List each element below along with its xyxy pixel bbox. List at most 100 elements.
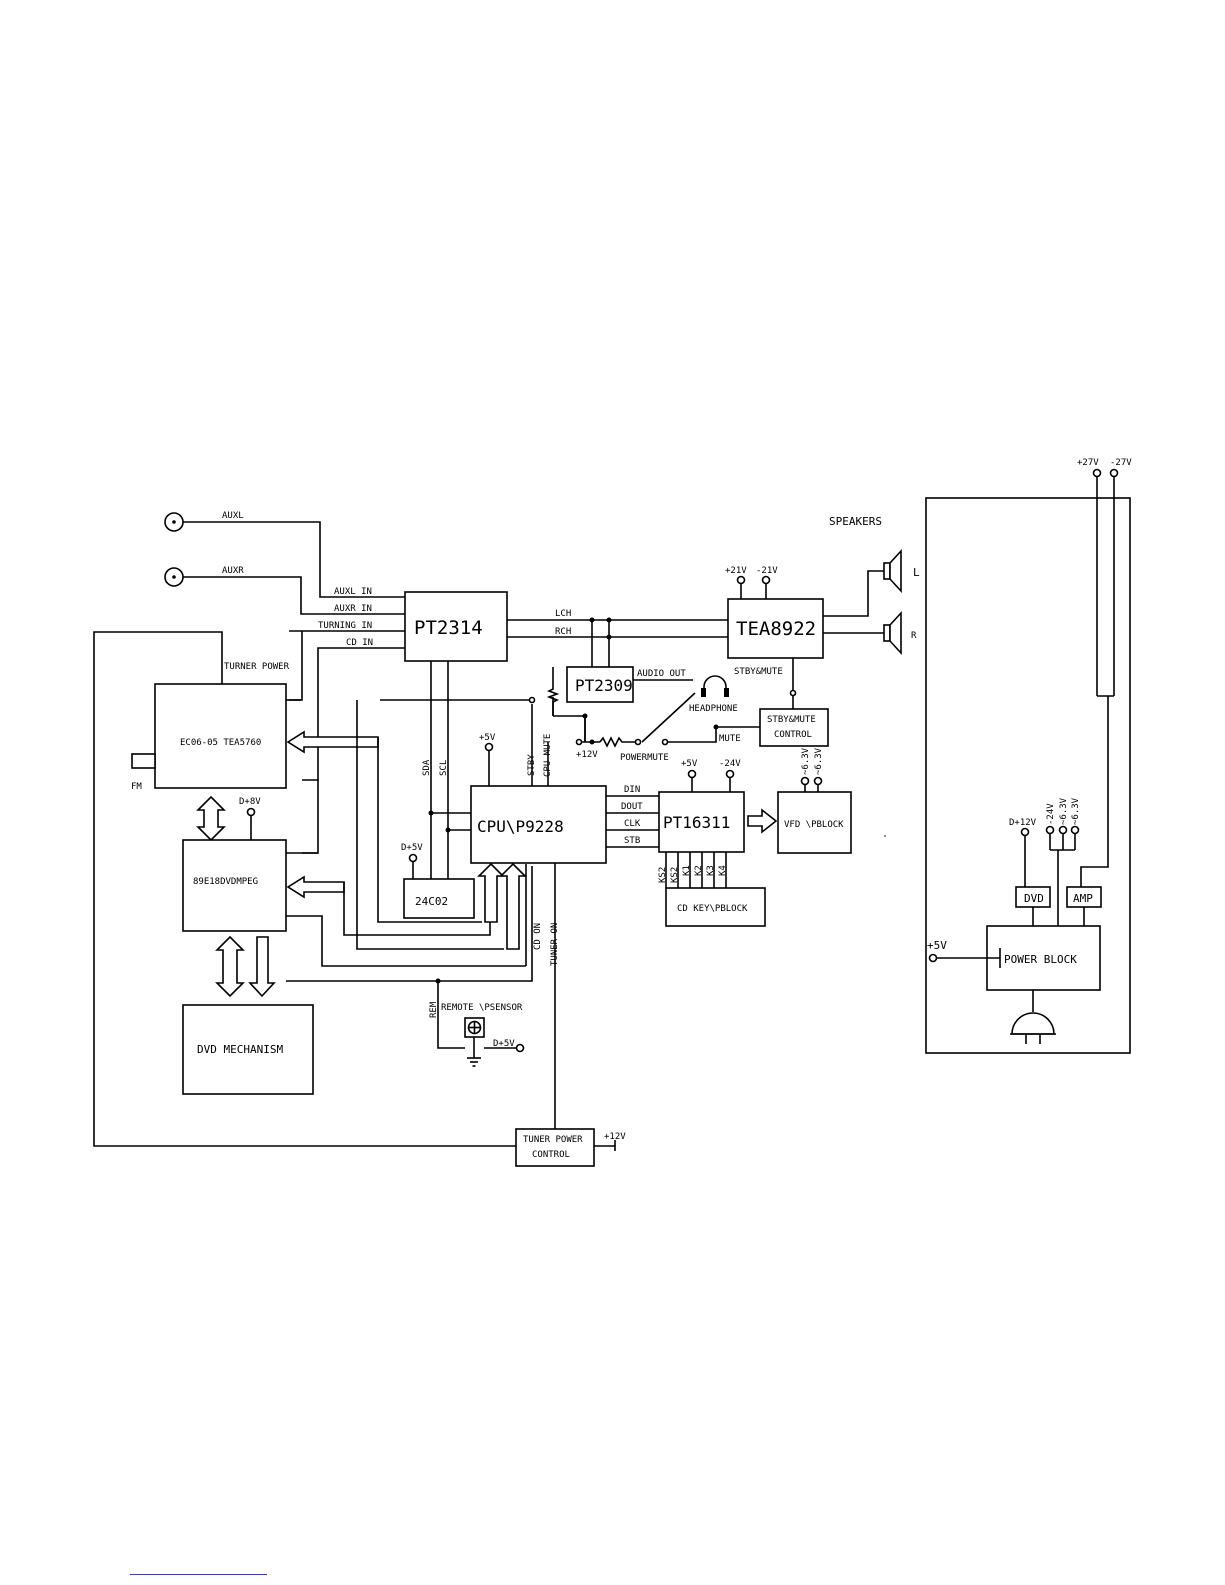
eeprom-label: 24C02 xyxy=(415,895,448,908)
pwr-minus24v-label: -24V xyxy=(1046,803,1056,825)
pwr-5v-label: +5V xyxy=(927,939,947,952)
stby-control-line1: STBY&MUTE xyxy=(767,715,816,725)
ks2a-label: KS2 xyxy=(658,867,668,883)
speaker-l-icon xyxy=(883,548,902,594)
d12v-label: D+12V xyxy=(1009,818,1037,828)
lch-label: LCH xyxy=(555,609,571,619)
pt2309-block xyxy=(566,666,634,703)
headphone-label: HEADPHONE xyxy=(689,704,738,714)
tuner-power-line2: CONTROL xyxy=(532,1150,570,1160)
stby-mute-label: STBY&MUTE xyxy=(734,667,783,677)
k3-label: K3 xyxy=(706,865,716,876)
speaker-l-label: L xyxy=(913,566,920,579)
k1-label: K1 xyxy=(682,865,692,876)
speaker-r-icon xyxy=(883,610,902,656)
stby-control-line2: CONTROL xyxy=(774,730,812,740)
powermute-label: POWERMUTE xyxy=(620,753,669,763)
cd-key-label: CD KEY\PBLOCK xyxy=(677,904,748,914)
remote-sensor-label: REMOTE \PSENSOR xyxy=(441,1003,523,1013)
k2-label: K2 xyxy=(694,865,704,876)
pt2314-block xyxy=(404,591,508,662)
tea8922-label: TEA8922 xyxy=(736,618,816,640)
footer-link-underline[interactable] xyxy=(130,1574,267,1575)
dout-label: DOUT xyxy=(621,802,643,812)
auxr-jack xyxy=(164,567,184,587)
mpeg-block xyxy=(182,839,287,932)
tea8922-block xyxy=(727,598,824,659)
tuner-bus-arrow xyxy=(286,730,379,754)
auxl-label: AUXL xyxy=(222,511,244,521)
cpu-mute-label: CPU MUTE xyxy=(543,734,553,777)
tuner-power-line1: TUNER POWER xyxy=(523,1135,583,1145)
auxr-in-label: AUXR IN xyxy=(334,604,372,614)
mpeg-label: 89E18DVDMPEG xyxy=(193,877,258,887)
mains-plug-icon xyxy=(1010,1012,1056,1044)
tuner-block xyxy=(154,683,287,789)
turner-power-label: TURNER POWER xyxy=(224,662,290,672)
pt16311-5v-label: +5V xyxy=(681,759,698,769)
audio-out-label: AUDIO OUT xyxy=(637,669,686,679)
pt16311-minus24v-label: -24V xyxy=(719,759,741,769)
dvd-mechanism-block xyxy=(182,1004,314,1095)
fm-label: FM xyxy=(131,782,142,792)
stby-mute-control-block xyxy=(759,708,829,747)
d8v-label: D+8V xyxy=(239,797,261,807)
scl-label: SCL xyxy=(439,760,449,776)
cd-in-label: CD IN xyxy=(346,638,373,648)
dvd-power-label: DVD xyxy=(1024,892,1044,905)
pt2309-label: PT2309 xyxy=(575,676,633,695)
sda-label: SDA xyxy=(422,759,432,776)
k4-label: K4 xyxy=(718,865,728,876)
clk-label: CLK xyxy=(624,819,641,829)
pt16311-vfd-arrow xyxy=(747,808,778,834)
vfd-block xyxy=(777,791,852,854)
headphone-icon xyxy=(701,675,729,697)
mute-label: MUTE xyxy=(719,734,741,744)
vfd-63b-label: ~6.3V xyxy=(814,747,824,775)
cd-on-label: CD ON xyxy=(533,923,543,950)
stb-label: STB xyxy=(624,836,640,846)
amp-power-label: AMP xyxy=(1073,892,1093,905)
power-block-label: POWER BLOCK xyxy=(1004,953,1077,966)
rem-label: REM xyxy=(429,1001,439,1018)
cd-key-block xyxy=(665,887,766,927)
mpeg-mechanism-arrow-bi xyxy=(215,935,245,998)
remote-sensor-icon xyxy=(464,1017,485,1038)
vfd-63a-label: ~6.3V xyxy=(801,747,811,775)
auxl-jack xyxy=(164,512,184,532)
cpu-block xyxy=(470,785,607,864)
cpu-arrow-2 xyxy=(499,862,527,950)
minus27v-label: -27V xyxy=(1110,458,1132,468)
minus21v-label: -21V xyxy=(756,566,778,576)
tuner-power-12v-label: +12V xyxy=(604,1132,626,1142)
pt2314-label: PT2314 xyxy=(414,617,483,639)
plus27v-label: +27V xyxy=(1077,458,1099,468)
din-label: DIN xyxy=(624,785,640,795)
vfd-label: VFD \PBLOCK xyxy=(784,820,844,830)
remote-d5v-label: D+5V xyxy=(493,1039,515,1049)
cpu-label: CPU\P9228 xyxy=(477,817,564,836)
mpeg-mechanism-arrow-down xyxy=(248,936,276,998)
pwr-63a-label: ~6.3V xyxy=(1059,797,1069,825)
pt16311-label: PT16311 xyxy=(663,813,730,832)
pt16311-block xyxy=(658,791,745,853)
ks2b-label: KS2 xyxy=(670,867,680,883)
auxl-in-label: AUXL IN xyxy=(334,587,372,597)
eeprom-d5v-label: D+5V xyxy=(401,843,423,853)
tuner-label: EC06-05 TEA5760 xyxy=(180,738,261,748)
plus12v-switch-label: +12V xyxy=(576,750,598,760)
turning-in-label: TURNING IN xyxy=(318,621,372,631)
pwr-63b-label: ~6.3V xyxy=(1071,797,1081,825)
speaker-r-label: R xyxy=(911,631,917,641)
mpeg-bus-arrow xyxy=(286,875,345,899)
tuner-power-control-block xyxy=(515,1128,595,1167)
cpu-arrow-1 xyxy=(477,862,505,923)
plus21v-label: +21V xyxy=(725,566,747,576)
speakers-label: SPEAKERS xyxy=(829,515,882,528)
tuner-mpeg-arrow xyxy=(196,795,226,842)
auxr-label: AUXR xyxy=(222,566,244,576)
cpu-5v-label: +5V xyxy=(479,733,496,743)
ground-icon xyxy=(467,1057,481,1067)
tuner-on-label: TUNER ON xyxy=(550,923,560,966)
